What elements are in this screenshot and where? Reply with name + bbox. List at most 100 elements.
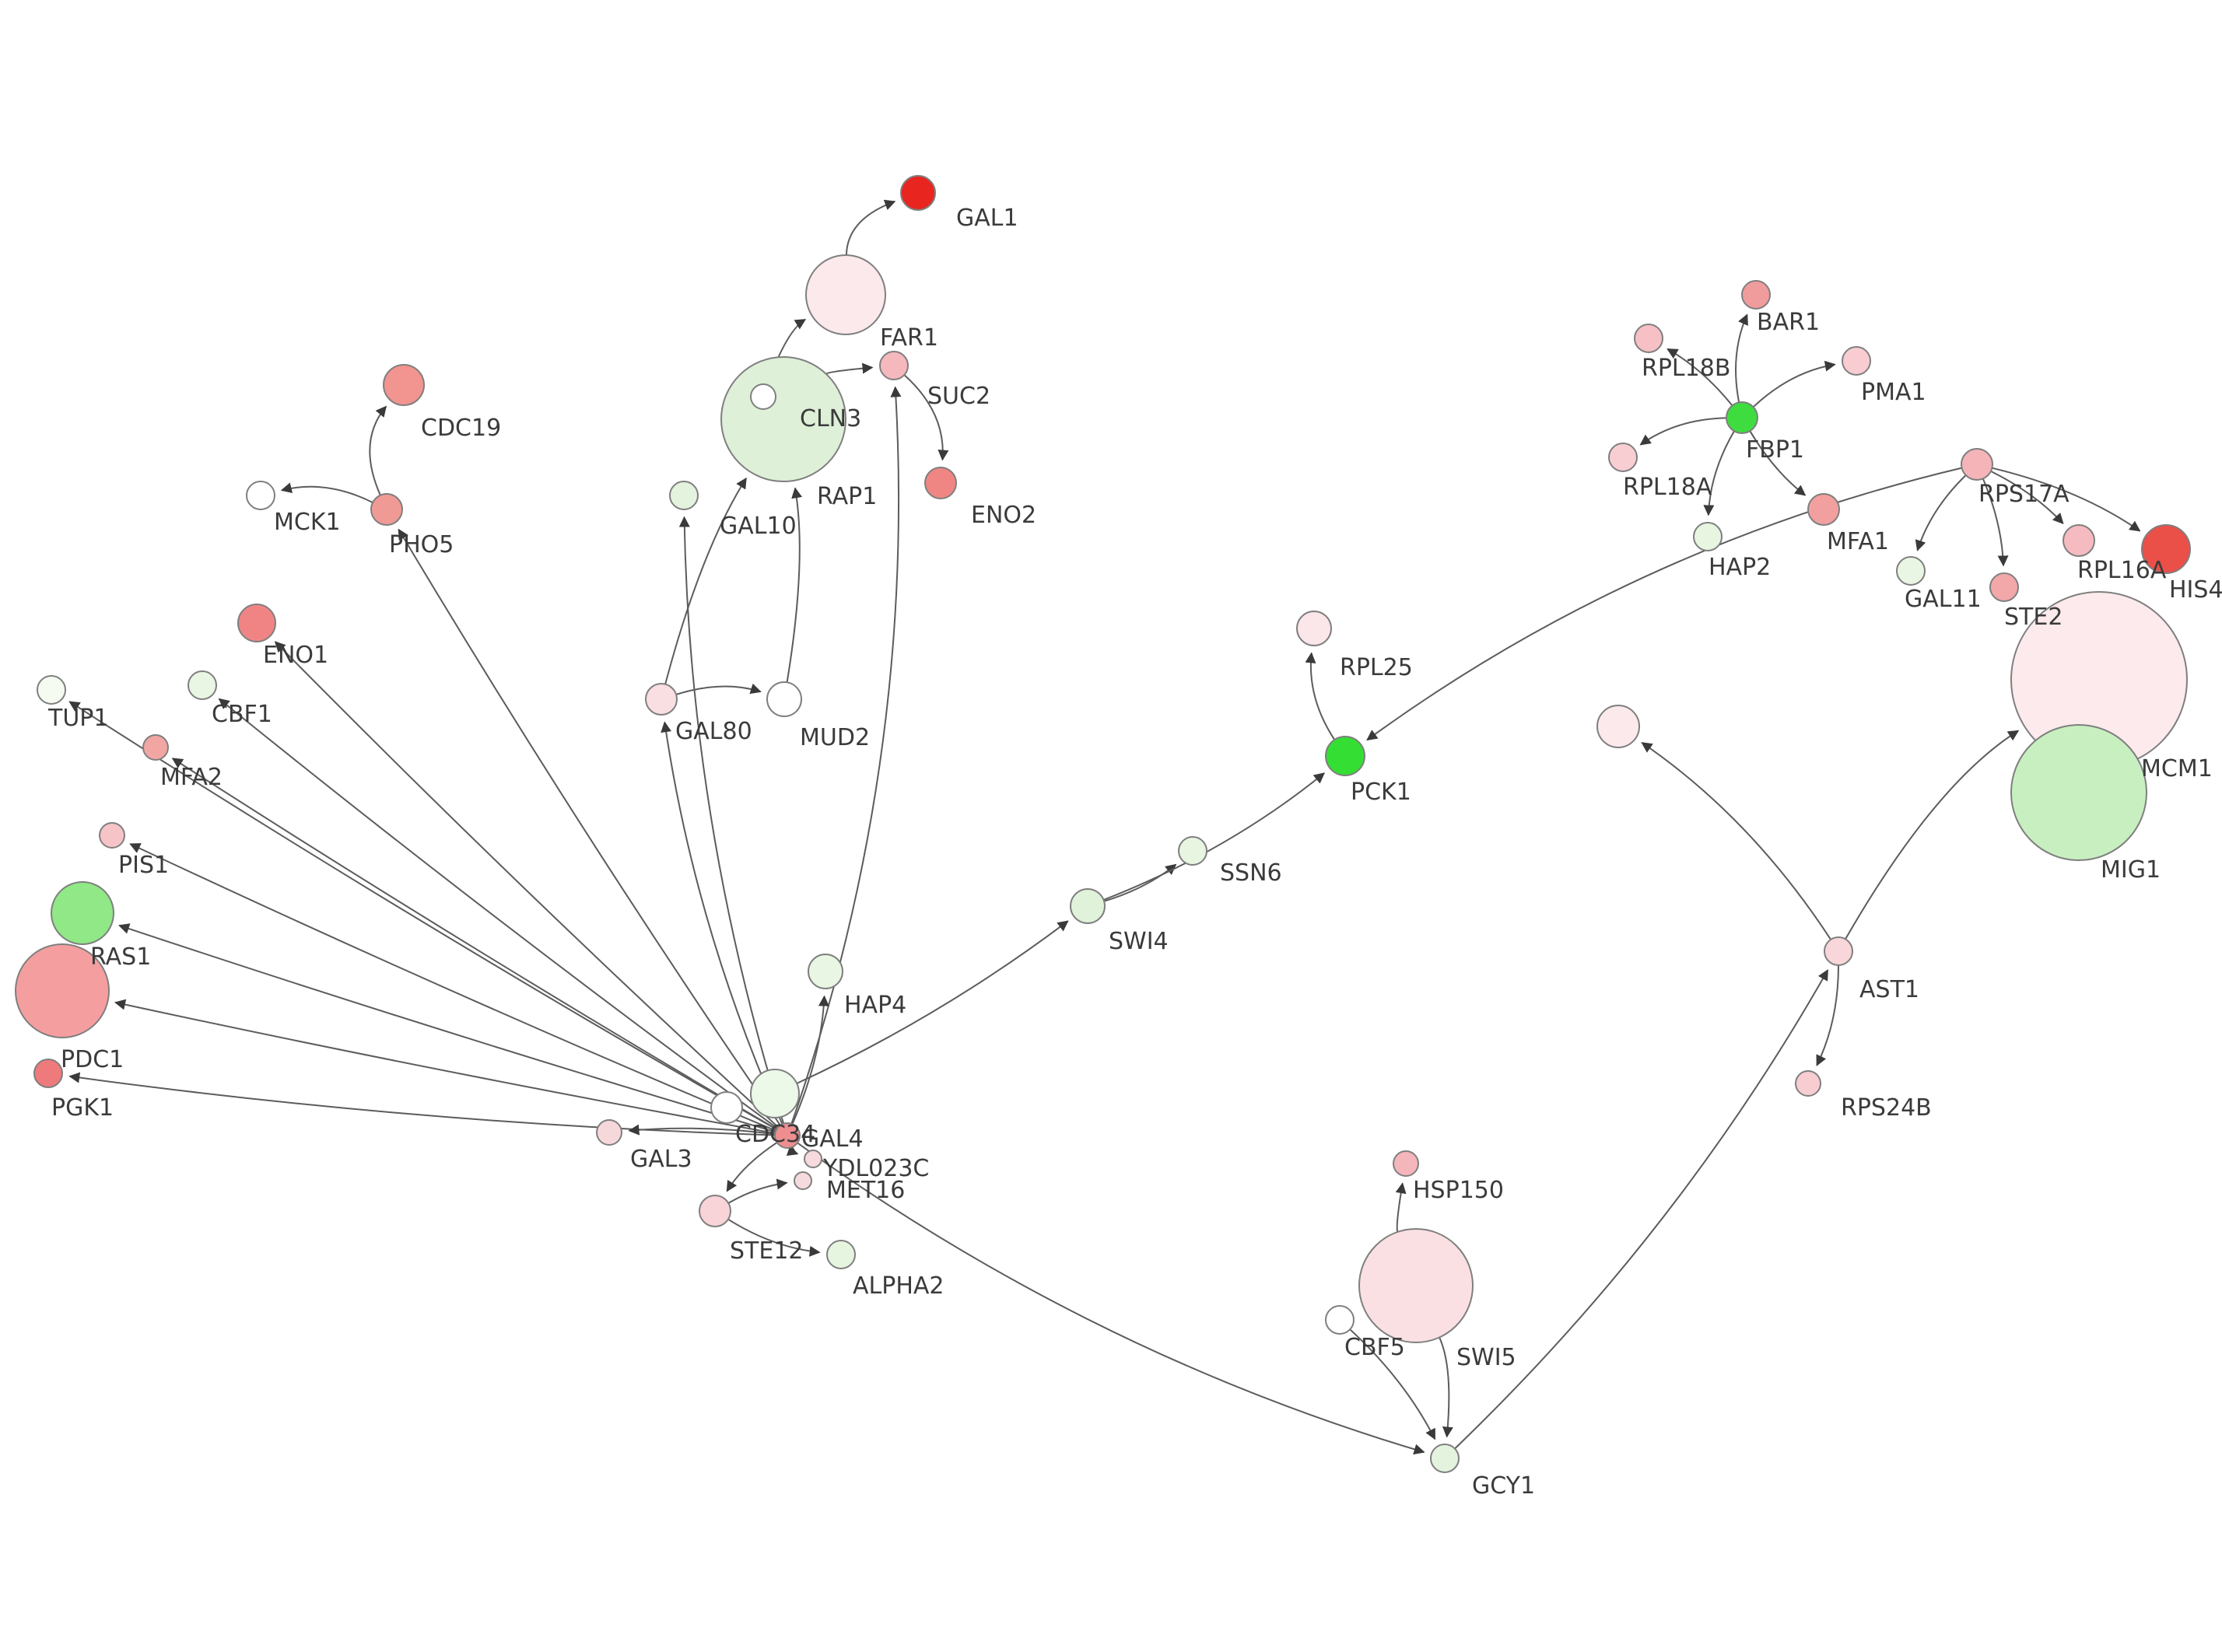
node-GAL1[interactable]	[900, 175, 936, 211]
node-CBF5[interactable]	[1325, 1305, 1355, 1335]
edge-FBP1-PMA1[interactable]	[1752, 360, 1836, 408]
node-GAL4[interactable]	[774, 1122, 801, 1149]
node-MET16[interactable]	[794, 1171, 812, 1190]
edge-GAL4-GAL10[interactable]	[678, 516, 785, 1124]
node-MFA2[interactable]	[142, 734, 169, 761]
node-HIS4[interactable]	[2141, 524, 2191, 574]
node-SUC2[interactable]	[879, 351, 909, 380]
edge-GAL4-SUC2[interactable]	[790, 386, 902, 1125]
node-STE12[interactable]	[699, 1195, 731, 1227]
edge-AST1-RPS24B[interactable]	[1816, 964, 1839, 1066]
node-PMA1[interactable]	[1842, 346, 1871, 376]
node-RPL18A[interactable]	[1608, 443, 1638, 472]
node-MUD2[interactable]	[766, 681, 802, 717]
node-ALPHA2[interactable]	[826, 1240, 856, 1269]
edge-FBP1-MFA1[interactable]	[1749, 430, 1807, 496]
edge-GAL4-STE12[interactable]	[726, 1142, 778, 1192]
node-GAL11[interactable]	[1896, 556, 1926, 586]
node-MIG1[interactable]	[2010, 724, 2147, 861]
edge-STE12-ALPHA2[interactable]	[727, 1218, 821, 1257]
edge-PHO5-CDC19[interactable]	[369, 405, 387, 496]
edge-GCY1-AST1[interactable]	[1454, 969, 1829, 1450]
node-MCK1[interactable]	[246, 481, 275, 510]
edge-GAL4-GCY1[interactable]	[797, 1142, 1425, 1455]
node-HAP4[interactable]	[808, 954, 843, 989]
node-RAS1[interactable]	[51, 881, 114, 945]
node-GAL80[interactable]	[645, 683, 678, 716]
edge-RPS17A-RPL16A[interactable]	[1990, 471, 2064, 525]
node-SWI4[interactable]	[1070, 888, 1106, 924]
node-GAL10[interactable]	[669, 481, 699, 510]
node-RPL16A[interactable]	[2063, 524, 2095, 557]
edge-GAL80-MUD2[interactable]	[675, 683, 762, 695]
edge-AST1-MCM1[interactable]	[1845, 730, 2020, 940]
edge-FBP1-RPL18B[interactable]	[1666, 348, 1733, 407]
node-RPS24B[interactable]	[1795, 1070, 1821, 1097]
node-GAL3[interactable]	[596, 1119, 622, 1146]
edge-RPS17A-PCK1[interactable]	[1366, 467, 1962, 741]
edge-SWI5-GCY1[interactable]	[1439, 1337, 1453, 1438]
node-CDC19[interactable]	[383, 364, 425, 406]
node-MFA1[interactable]	[1807, 493, 1840, 526]
edge-GAL4-GAL3[interactable]	[628, 1124, 776, 1136]
edge-FBP1-RPL18A[interactable]	[1639, 417, 1727, 446]
node-ENO2[interactable]	[924, 467, 957, 499]
node-PHO5[interactable]	[370, 493, 403, 526]
edge-SUC2-ENO2[interactable]	[903, 374, 949, 461]
node-GCY1[interactable]	[1430, 1444, 1460, 1473]
node-FBP1[interactable]	[1726, 401, 1758, 434]
node-SSN6[interactable]	[1178, 836, 1207, 866]
node-HUB1[interactable]	[750, 1069, 800, 1118]
node-CBF1[interactable]	[188, 670, 217, 700]
edge-RPS17A-GAL11[interactable]	[1915, 474, 1967, 551]
edge-AST1-HUB2[interactable]	[1641, 742, 1831, 940]
node-HSP150[interactable]	[1393, 1150, 1419, 1177]
edge-FBP1-HAP2[interactable]	[1703, 430, 1735, 516]
edge-GAL4-MFA2[interactable]	[171, 758, 777, 1130]
node-PCK1[interactable]	[1325, 736, 1365, 776]
node-RAP1[interactable]	[720, 356, 846, 482]
edge-SWI4-PCK1[interactable]	[1103, 772, 1325, 901]
node-BAR1[interactable]	[1741, 280, 1771, 310]
node-STE2[interactable]	[1989, 572, 2019, 602]
edge-GAL4-PHO5[interactable]	[398, 528, 781, 1126]
node-CLN3[interactable]	[750, 383, 776, 410]
node-YDL023C[interactable]	[804, 1150, 822, 1168]
edge-MUD2-RAP1[interactable]	[786, 487, 803, 683]
edge-RPS17A-HIS4[interactable]	[1992, 467, 2141, 532]
edge-GAL4-HAP4[interactable]	[791, 995, 829, 1125]
node-RPL25[interactable]	[1296, 611, 1332, 646]
edge-GAL80-RAP1[interactable]	[664, 477, 747, 684]
node-PDC1[interactable]	[15, 943, 110, 1038]
node-PGK1[interactable]	[33, 1059, 63, 1088]
edge-GAL4-PGK1[interactable]	[68, 1072, 776, 1136]
edge-GAL4-GAL80[interactable]	[661, 721, 783, 1125]
edge-GAL4-ENO1[interactable]	[274, 641, 779, 1128]
node-AST1[interactable]	[1824, 936, 1853, 966]
node-SWI5[interactable]	[1358, 1228, 1474, 1343]
node-RPL18B[interactable]	[1634, 324, 1663, 353]
edge-GAL4-RAS1[interactable]	[118, 923, 776, 1133]
edge-GAL4-PIS1[interactable]	[129, 843, 776, 1132]
edge-GAL4-PDC1[interactable]	[114, 999, 776, 1135]
edge-SWI4-SSN6[interactable]	[1103, 863, 1177, 902]
edge-GAL4-YDL023C[interactable]	[786, 1145, 799, 1157]
edge-RPS17A-STE2[interactable]	[1982, 478, 2009, 567]
node-TUP1[interactable]	[37, 675, 66, 705]
edge-STE12-MET16[interactable]	[727, 1178, 788, 1204]
node-HUB2[interactable]	[1596, 705, 1640, 748]
node-FAR1[interactable]	[805, 254, 886, 335]
edge-HUB1-SWI4[interactable]	[796, 920, 1069, 1084]
edge-SWI5-HSP150[interactable]	[1395, 1182, 1407, 1233]
edge-GAL4-TUP1[interactable]	[68, 701, 777, 1130]
edge-RAP1-SUC2[interactable]	[825, 362, 874, 375]
node-ENO1[interactable]	[237, 604, 276, 642]
edge-PHO5-MCK1[interactable]	[280, 482, 373, 503]
node-CDC34[interactable]	[710, 1091, 743, 1124]
edge-PCK1-RPL25[interactable]	[1305, 652, 1336, 740]
edge-FAR1-GAL1[interactable]	[845, 199, 896, 256]
edge-FBP1-BAR1[interactable]	[1735, 313, 1748, 403]
node-HAP2[interactable]	[1693, 522, 1723, 551]
